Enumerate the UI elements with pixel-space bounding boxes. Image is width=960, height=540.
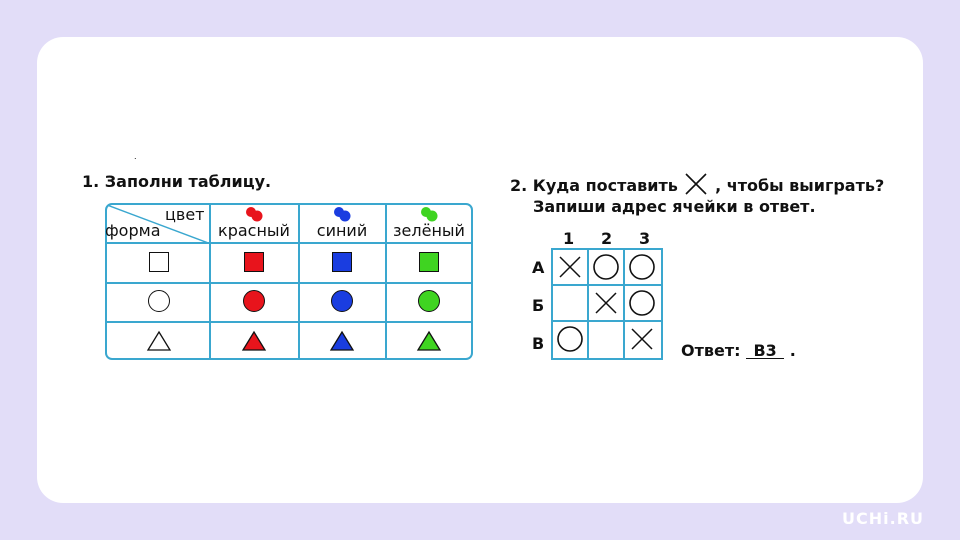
dot: . [134,152,137,161]
grid-cell[interactable] [589,286,625,322]
grid-cell[interactable] [589,322,625,358]
color-blob-icon [419,206,439,222]
task2-subtitle: Запиши адрес ячейки в ответ. [533,197,816,216]
circle-shape [331,290,353,312]
grid-cell[interactable] [589,250,625,286]
uchi-logo: UCHi.RU [842,509,924,528]
circle-shape [418,290,440,312]
grid-cell[interactable] [625,250,661,286]
header-shape: форма [105,221,161,240]
answer-label: Ответ: [681,341,741,360]
triangle-shape [329,330,355,351]
square-shape [149,252,169,272]
tic-tac-toe-grid [551,248,663,360]
square-shape [419,252,439,272]
circle-shape [243,290,265,312]
circle-icon [629,290,655,316]
task1-title: 1. Заполни таблицу. [82,172,272,191]
answer-value: В3 [746,343,785,359]
diagonal-line [107,205,211,244]
triangle-shape [146,330,172,351]
grid-cell[interactable] [553,286,589,322]
cross-icon [559,256,581,278]
column-number: 2 [601,229,613,248]
cross-icon [685,173,708,195]
title-part: 2. Куда поставить [510,176,678,195]
title-part: , чтобы выиграть? [715,176,885,195]
square-shape [244,252,264,272]
circle-shape [148,290,170,312]
square-shape [332,252,352,272]
answer-line: Ответ: В3 . [681,341,796,360]
row-letter: Б [532,296,545,315]
color-blob-icon [332,206,352,222]
circle-icon [629,254,655,280]
triangle-shape [416,330,442,351]
answer-end: . [789,341,796,360]
column-number: 1 [563,229,575,248]
shape-color-table: цвет форма красный синий зелёный [105,203,473,360]
task2-title: 2. Куда поставить , чтобы выиграть? [510,172,884,196]
grid-cell[interactable] [553,322,589,358]
grid-cell[interactable] [553,250,589,286]
circle-icon [557,326,583,352]
column-label: красный [218,221,290,240]
row-letter: В [532,334,545,353]
color-blob-icon [244,206,264,222]
slide-card [37,37,923,503]
triangle-shape [241,330,267,351]
column-number: 3 [639,229,651,248]
grid-cell[interactable] [625,322,661,358]
column-label: зелёный [393,221,465,240]
grid-cell[interactable] [625,286,661,322]
cross-icon [631,328,653,350]
column-label: синий [316,221,368,240]
header-color: цвет [165,205,205,224]
row-letter: А [532,258,545,277]
circle-icon [593,254,619,280]
cross-icon [595,292,617,314]
